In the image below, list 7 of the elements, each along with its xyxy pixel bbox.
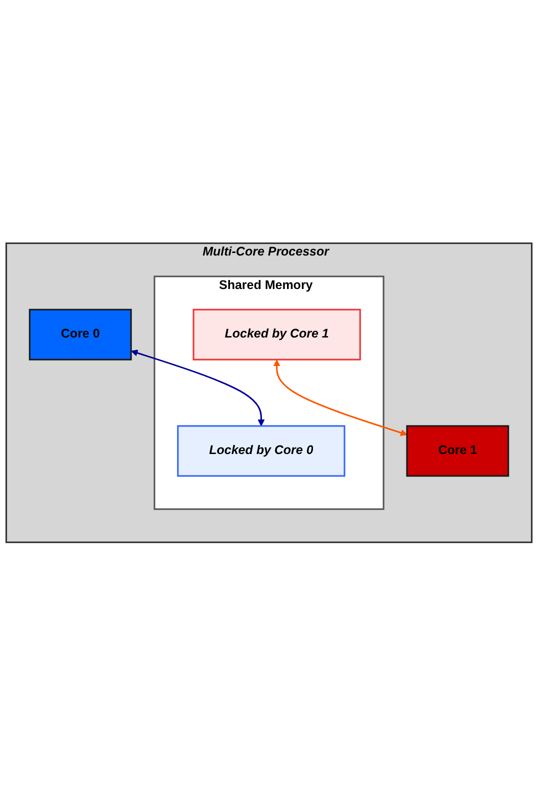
- node-box: [406, 424, 510, 476]
- arrow: [131, 349, 265, 426]
- cluster: [154, 275, 384, 510]
- node-box: [192, 308, 361, 360]
- node-box: [177, 424, 346, 476]
- node-box: [28, 308, 132, 360]
- arrow: [273, 359, 408, 436]
